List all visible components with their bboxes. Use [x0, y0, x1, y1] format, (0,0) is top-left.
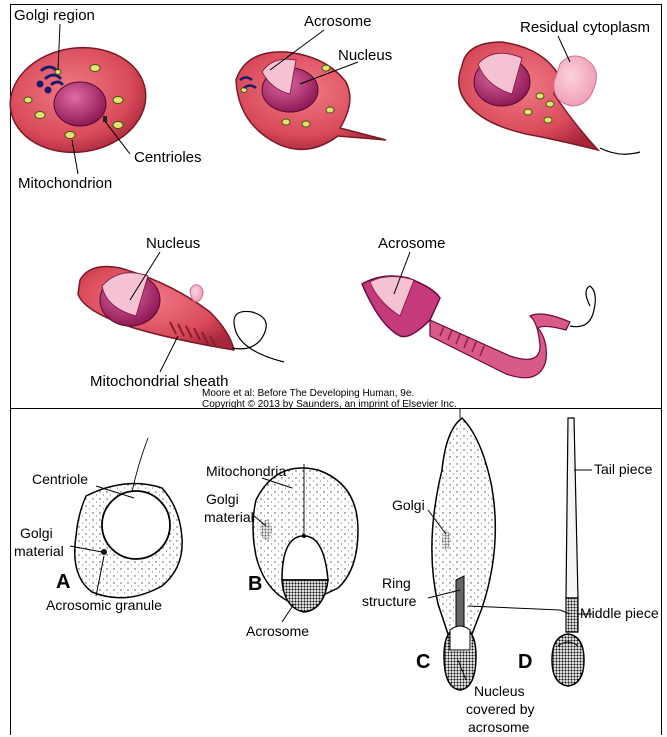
drawing-a	[75, 438, 182, 598]
label-acrosome-1: Acrosome	[304, 13, 372, 30]
letter-c: C	[416, 651, 430, 673]
spermatid-stage-2	[236, 52, 386, 150]
label-golgi-a-1: Golgi	[20, 525, 53, 541]
letter-a: A	[56, 571, 70, 593]
label-centriole: Centriole	[32, 471, 88, 487]
label-mitochondria: Mitochondria	[206, 463, 286, 479]
label-nucleus-covered-2: covered by	[466, 701, 534, 717]
label-golgi-region: Golgi region	[14, 7, 95, 24]
label-tail-piece: Tail piece	[594, 461, 653, 477]
label-acrosome-2: Acrosome	[378, 235, 446, 252]
label-acrosomic-granule: Acrosomic granule	[46, 597, 162, 613]
label-nucleus-covered-3: acrosome	[468, 719, 530, 735]
drawing-b	[253, 464, 358, 612]
label-golgi-b-2: material	[204, 509, 254, 525]
spermatozoon-mature	[362, 276, 595, 378]
label-nucleus-1: Nucleus	[338, 47, 392, 64]
label-golgi-a-2: material	[14, 543, 64, 559]
label-mitochondrion: Mitochondrion	[18, 175, 112, 192]
residual-body-small	[190, 285, 203, 302]
label-golgi-c: Golgi	[392, 497, 425, 513]
drawing-c	[432, 408, 495, 690]
label-nucleus-2: Nucleus	[146, 235, 200, 252]
letter-d: D	[518, 651, 532, 673]
label-ring-1: Ring	[382, 575, 411, 591]
credit-line-1: Moore et al: Before The Developing Human…	[202, 388, 414, 399]
label-ring-2: structure	[362, 593, 417, 609]
label-centrioles: Centrioles	[134, 149, 202, 166]
credit-line-2: Copyright © 2013 by Saunders, an imprint…	[202, 399, 457, 410]
label-acrosome-b: Acrosome	[246, 623, 309, 639]
label-middle-piece: Middle piece	[580, 605, 659, 621]
residual-cytoplasm-blob	[554, 56, 597, 106]
label-residual-cytoplasm: Residual cytoplasm	[520, 19, 650, 36]
drawing-d	[552, 418, 584, 686]
label-nucleus-covered-1: Nucleus	[474, 683, 525, 699]
spermatid-stage-1	[3, 39, 152, 161]
letter-b: B	[248, 573, 262, 595]
label-golgi-b-1: Golgi	[206, 491, 239, 507]
spermatid-stage-3	[459, 42, 640, 154]
spermatid-stage-4	[78, 267, 284, 363]
